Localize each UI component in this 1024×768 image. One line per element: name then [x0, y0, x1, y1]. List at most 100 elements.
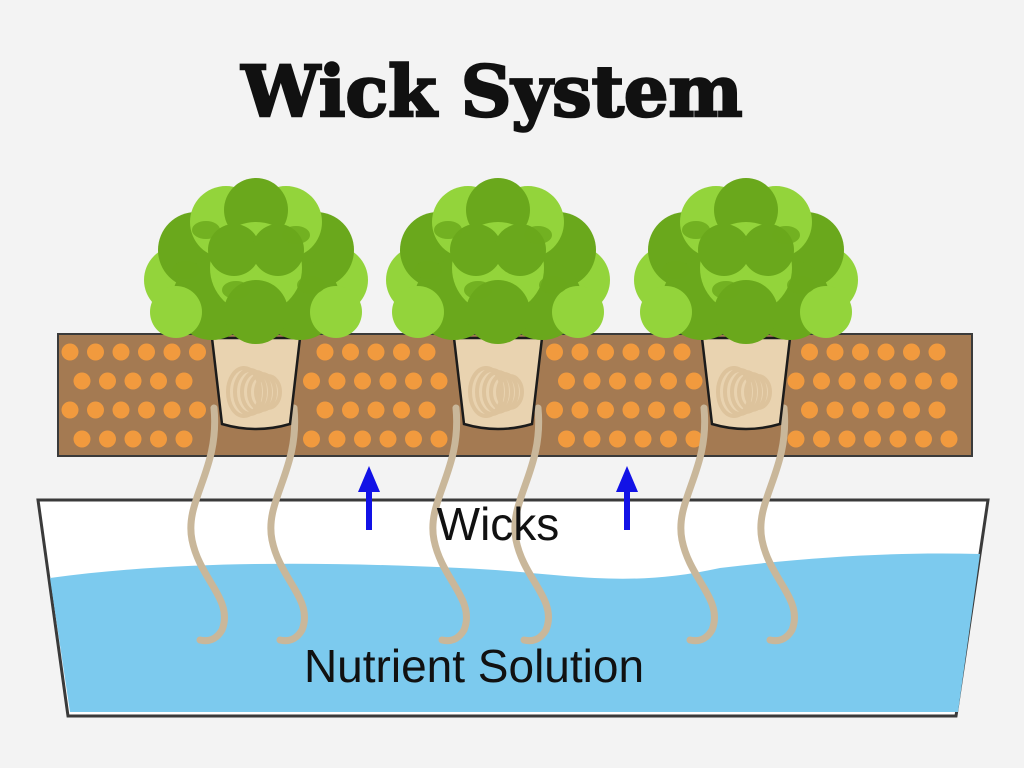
leaf-shading: [787, 276, 815, 294]
root: [744, 374, 772, 410]
lettuce-leaf: [310, 286, 362, 338]
lettuce-leaf: [208, 224, 260, 276]
medium-pellet: [418, 401, 436, 419]
medium-pellet: [889, 372, 907, 390]
medium-pellet: [546, 343, 563, 361]
nutrient-solution-label: Nutrient Solution: [304, 640, 644, 692]
leaf-shading: [662, 261, 690, 279]
medium-pellet: [189, 343, 206, 361]
medium-pellet: [852, 401, 869, 419]
medium-pellet: [864, 430, 881, 448]
root: [730, 370, 762, 414]
medium-pellet: [328, 430, 346, 448]
medium-pellet: [673, 401, 691, 419]
root: [482, 370, 514, 414]
nutrient-solution-water: [50, 553, 980, 712]
root: [226, 366, 262, 418]
root: [247, 372, 277, 412]
medium-pellet: [73, 430, 91, 448]
leaf-shading: [434, 221, 462, 239]
medium-pellet: [940, 430, 958, 448]
medium-pellet: [405, 430, 422, 448]
leaf-shading: [772, 226, 800, 244]
medium-pellet: [903, 401, 920, 419]
medium-pellet: [393, 401, 410, 419]
leaf-shading: [282, 226, 310, 244]
medium-pellet: [940, 372, 958, 390]
medium-pellet: [634, 430, 652, 448]
diagram-title: Wick System: [240, 50, 742, 133]
lettuce-leaf: [150, 286, 202, 338]
medium-pellet: [558, 372, 575, 390]
lettuce-leaf: [450, 224, 502, 276]
medium-pellet: [928, 401, 946, 419]
medium-pellet: [558, 430, 575, 448]
medium-pellet: [597, 401, 614, 419]
medium-pellet: [787, 430, 805, 448]
wick: [757, 404, 798, 645]
root: [240, 370, 272, 414]
medium-pellet: [889, 430, 907, 448]
medium-pellet: [87, 401, 104, 419]
medium-pellet: [405, 372, 422, 390]
wick: [429, 404, 470, 645]
root: [723, 368, 757, 416]
lettuce-plant: [386, 178, 610, 431]
medium-pellet: [328, 372, 346, 390]
leaf-shading: [539, 276, 567, 294]
medium-pellet: [852, 343, 869, 361]
flow-arrow: [616, 466, 638, 530]
medium-pellet: [367, 343, 385, 361]
medium-pellet: [112, 401, 130, 419]
lettuce-leaf: [800, 286, 852, 338]
medium-pellet: [571, 401, 589, 419]
medium-pellet: [915, 430, 932, 448]
root: [496, 374, 524, 410]
medium-pellet: [316, 401, 334, 419]
medium-pellet: [430, 430, 448, 448]
medium-pellet: [660, 430, 677, 448]
medium-pellet: [99, 372, 116, 390]
root: [716, 366, 752, 418]
medium-pellet: [367, 401, 385, 419]
root: [468, 366, 504, 418]
wicks-label: Wicks: [437, 498, 560, 550]
leaf-shading: [192, 221, 220, 239]
wick: [677, 404, 718, 645]
medium-pellet: [342, 401, 359, 419]
medium-pellet: [61, 343, 79, 361]
lettuce-leaf: [552, 286, 604, 338]
medium-pellet: [685, 372, 703, 390]
medium-pellet: [430, 372, 448, 390]
medium-pellet: [622, 343, 640, 361]
medium-pellet: [354, 430, 371, 448]
medium-pellet: [634, 372, 652, 390]
leaf-shading: [712, 281, 740, 299]
medium-pellet: [609, 430, 626, 448]
medium-pellet: [354, 372, 371, 390]
medium-pellet: [150, 430, 167, 448]
leaf-shading: [682, 221, 710, 239]
medium-pellet: [124, 372, 142, 390]
medium-pellet: [112, 343, 130, 361]
flow-arrow: [358, 466, 380, 530]
medium-pellet: [787, 372, 805, 390]
medium-pellet: [418, 343, 436, 361]
leaf-shading: [524, 226, 552, 244]
medium-pellet: [571, 343, 589, 361]
medium-pellet: [73, 372, 91, 390]
medium-pellet: [87, 343, 104, 361]
root: [737, 372, 767, 412]
lettuce-leaf: [698, 224, 750, 276]
medium-pellet: [903, 343, 920, 361]
lettuce-plant: [144, 178, 368, 431]
medium-pellet: [597, 343, 614, 361]
medium-pellet: [877, 401, 895, 419]
medium-pellet: [546, 401, 563, 419]
medium-pellet: [673, 343, 691, 361]
medium-pellet: [915, 372, 932, 390]
medium-pellet: [303, 430, 320, 448]
lettuce-leaf: [640, 286, 692, 338]
medium-pellet: [379, 430, 397, 448]
